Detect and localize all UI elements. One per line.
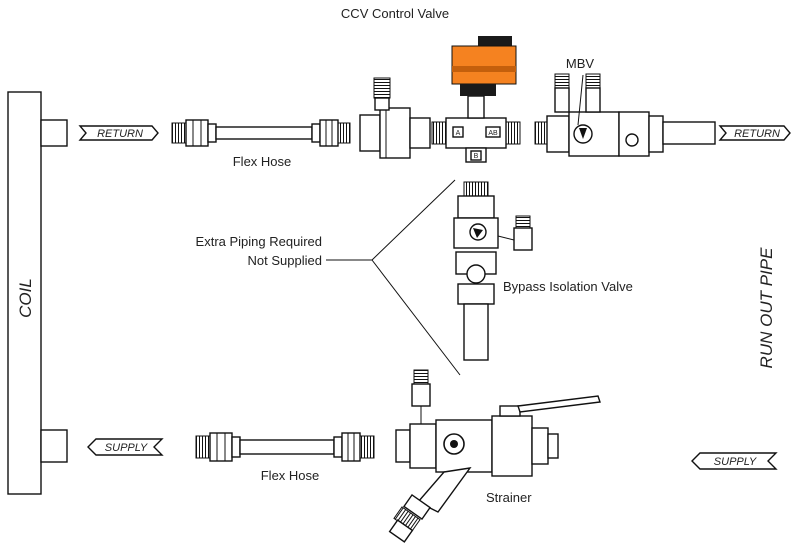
port-b-label: B (474, 153, 479, 160)
return-tag-right-label: RETURN (734, 128, 780, 140)
actuator-top (478, 36, 512, 48)
ccv-control-valve: A AB B CCV Control Valve (341, 6, 521, 163)
bypass-isolation-valve: Bypass Isolation Valve (453, 181, 633, 361)
port-a-box (452, 126, 464, 138)
coil: COIL (7, 91, 68, 495)
port-a-label: A (456, 130, 461, 137)
union-tee-top (359, 77, 431, 159)
return-tag-right: RETURN (718, 125, 791, 141)
strainer-label: Strainer (486, 490, 532, 505)
port-ab-label: AB (488, 130, 498, 137)
flex-hose-bottom-label: Flex Hose (261, 468, 320, 483)
supply-tag-left: SUPPLY (87, 438, 164, 456)
flex-hose-top-label: Flex Hose (233, 154, 292, 169)
supply-tag-left-label: SUPPLY (105, 442, 148, 454)
coil-label: COIL (16, 278, 35, 318)
flex-hose-top: Flex Hose (171, 119, 351, 169)
coil-body (7, 91, 42, 495)
supply-tag-right: SUPPLY (691, 452, 778, 470)
port-b-box (470, 150, 482, 161)
port-ab-box (485, 126, 501, 138)
mbv-label: MBV (566, 56, 595, 71)
return-tag-left-label: RETURN (97, 128, 143, 140)
return-tag-left: RETURN (78, 125, 159, 141)
supply-tag-right-label: SUPPLY (714, 456, 757, 468)
extra-piping-callout: Extra Piping Required Not Supplied (196, 179, 461, 376)
extra-piping-label-line1: Extra Piping Required (196, 234, 322, 249)
ccv-control-valve-label: CCV Control Valve (341, 6, 449, 21)
run-out-pipe-label: RUN OUT PIPE (757, 247, 776, 369)
extra-piping-label-line2: Not Supplied (248, 253, 322, 268)
mbv-valve: MBV (534, 56, 716, 157)
actuator-orange (451, 45, 517, 85)
bypass-isolation-valve-label: Bypass Isolation Valve (503, 279, 633, 294)
strainer: Strainer (388, 369, 601, 543)
flex-hose-bottom: Flex Hose (195, 432, 375, 483)
coil-supply-stub (40, 429, 68, 463)
coil-return-stub (40, 119, 68, 147)
